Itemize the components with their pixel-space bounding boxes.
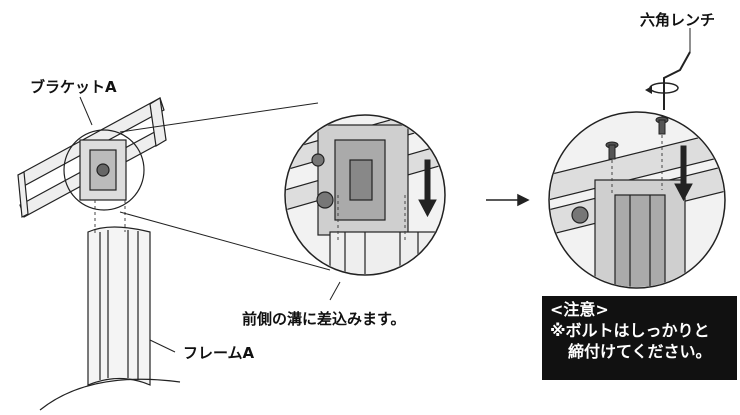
- detail-marker: [63, 129, 145, 211]
- hex-wrench-label: 六角レンチ: [640, 11, 716, 29]
- down-arrow-right: [674, 145, 693, 202]
- zoom-lines: [119, 102, 331, 271]
- hex-wrench-icon: [645, 51, 691, 110]
- bracket-a-label: ブラケットA: [30, 78, 117, 96]
- frame-a-label: フレームA: [183, 344, 255, 362]
- caution-line-2: 締付けてください。: [568, 341, 712, 361]
- leader-lines: [79, 96, 341, 353]
- step-arrow: [486, 193, 530, 207]
- bolt-icon: [605, 116, 669, 160]
- down-arrow-middle: [418, 159, 437, 218]
- caution-note: <注意> ※ボルトはしっかりと 締付けてください。: [542, 296, 737, 380]
- caution-line-1: ※ボルトはしっかりと: [550, 320, 710, 340]
- insert-guide-left: [94, 200, 126, 235]
- frame-a: [39, 226, 181, 411]
- caution-heading: <注意>: [550, 300, 609, 319]
- detail-circle-middle: [284, 114, 446, 276]
- instruction-label: 前側の溝に差込みます。: [242, 310, 406, 328]
- bracket-a: [17, 97, 167, 218]
- detail-circle-right: [548, 111, 726, 289]
